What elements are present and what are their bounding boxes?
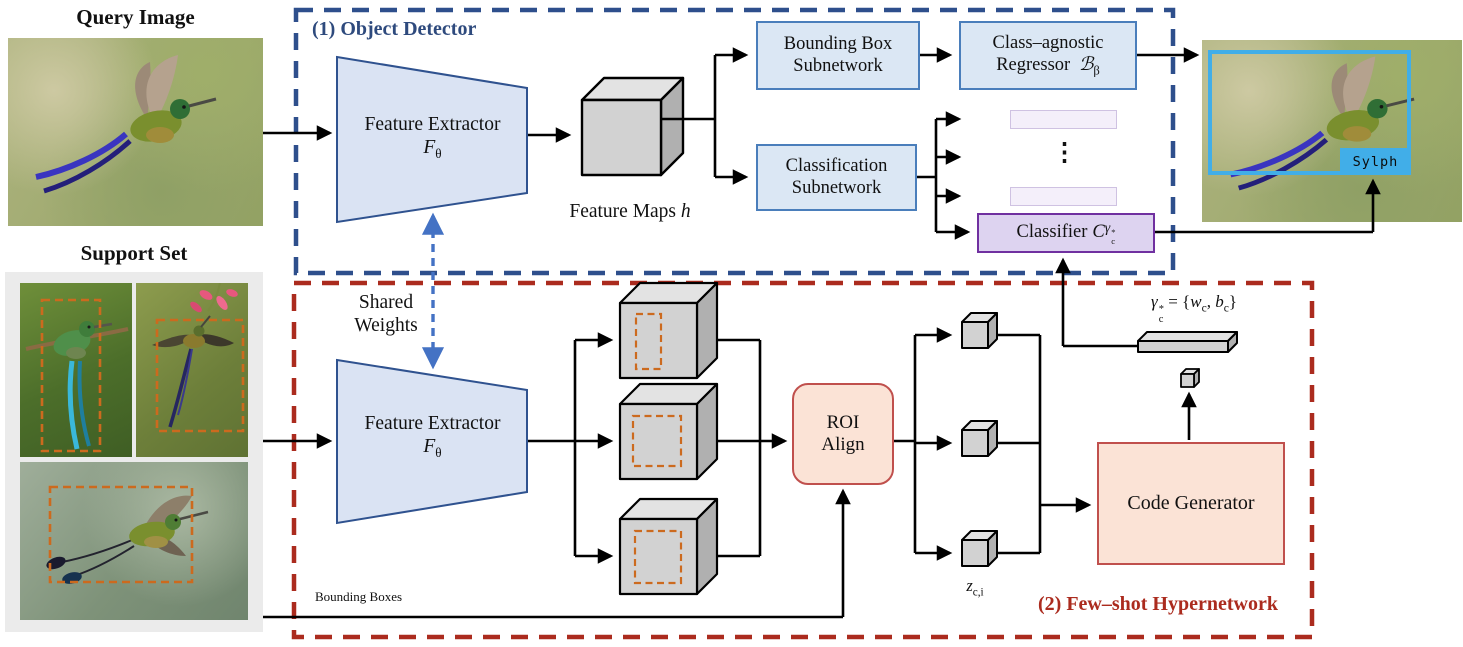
object-detector-region-label: (1) Object Detector bbox=[312, 18, 477, 40]
support-set-title: Support Set bbox=[80, 241, 188, 265]
feature-maps-cube bbox=[580, 76, 685, 177]
cube-roi-boxes bbox=[631, 312, 683, 585]
class-code-bias-cube bbox=[1180, 368, 1200, 388]
hovering-bird-illustration bbox=[152, 283, 238, 428]
support-feature-cube-2 bbox=[618, 382, 719, 481]
feature-extractor-1-label: Feature Extractor Fθ bbox=[364, 114, 501, 162]
support-feature-cube-1 bbox=[618, 281, 719, 380]
support-set-panel bbox=[5, 272, 263, 632]
class-code-slot-1 bbox=[1010, 110, 1117, 129]
predicted-class-tag: Sylph bbox=[1340, 148, 1411, 175]
class-code-slot-2 bbox=[1010, 187, 1117, 206]
roi-feature-cube-1 bbox=[961, 312, 998, 349]
roi-feature-cube-2 bbox=[961, 420, 998, 457]
class-code-ellipsis: ⋮ bbox=[1052, 139, 1077, 166]
query-image-title: Query Image bbox=[76, 5, 195, 29]
shared-weights-label: Shared Weights bbox=[354, 292, 418, 337]
roi-feature-cube-3 bbox=[961, 530, 998, 567]
z-feature-label: zc,i bbox=[966, 576, 984, 599]
class-agnostic-regressor-box: Class–agnostic Regressor ℬβ bbox=[959, 21, 1137, 90]
bounding-box-subnetwork-box: Bounding Box Subnetwork bbox=[756, 21, 920, 90]
query-image-photo bbox=[8, 38, 263, 226]
output-image-photo: Sylph bbox=[1202, 40, 1462, 222]
support-image-1 bbox=[20, 283, 132, 457]
predicted-class-label: Sylph bbox=[1352, 153, 1399, 170]
support-image-2 bbox=[136, 283, 248, 457]
perched-bird-illustration bbox=[25, 321, 129, 450]
code-generator-box: Code Generator bbox=[1097, 442, 1285, 565]
feature-extractor-2-label: Feature Extractor Fθ bbox=[364, 413, 501, 461]
gamma-code-equation: γ*c = {wc, bc} bbox=[1150, 292, 1238, 325]
support-feature-cube-3 bbox=[618, 497, 719, 596]
roi-align-box: ROI Align bbox=[792, 383, 894, 485]
support-image-3 bbox=[20, 462, 248, 620]
hypernetwork-region-label: (2) Few–shot Hypernetwork bbox=[1038, 593, 1278, 615]
feature-maps-label: Feature Maps h bbox=[569, 201, 691, 222]
predicted-bounding-box bbox=[1208, 50, 1411, 175]
classification-subnetwork-box: Classification Subnetwork bbox=[756, 144, 917, 211]
hummingbird-illustration bbox=[8, 38, 263, 226]
flying-bird-illustration bbox=[46, 495, 209, 584]
class-code-vector-bar bbox=[1137, 331, 1238, 353]
bounding-boxes-label: Bounding Boxes bbox=[315, 589, 403, 604]
